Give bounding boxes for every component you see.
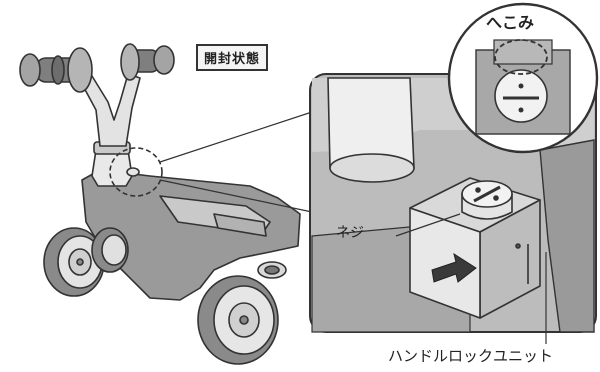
- lock-unit-label: ハンドルロックユニット: [388, 347, 554, 365]
- handle-grip-right: [120, 43, 175, 81]
- ride-on-toy: [19, 43, 301, 365]
- dent-label: へこみ: [486, 13, 535, 32]
- steering-column: [91, 149, 133, 187]
- front-wheel: [197, 275, 279, 365]
- callout-lines: [159, 111, 313, 213]
- lock-location-dashed-circle: [109, 147, 163, 197]
- screw-label: ネジ: [336, 225, 364, 241]
- screw: [461, 180, 513, 220]
- middle-wheel: [91, 227, 129, 273]
- handle-fork: [81, 73, 141, 147]
- state-badge: 開封状態: [196, 44, 269, 71]
- screw-leader-line: [395, 213, 461, 237]
- handle-grip-left: [19, 47, 93, 93]
- arrow-icon: [431, 252, 477, 283]
- dent-dashed-circle: [494, 39, 548, 75]
- dent-inset: [447, 2, 599, 154]
